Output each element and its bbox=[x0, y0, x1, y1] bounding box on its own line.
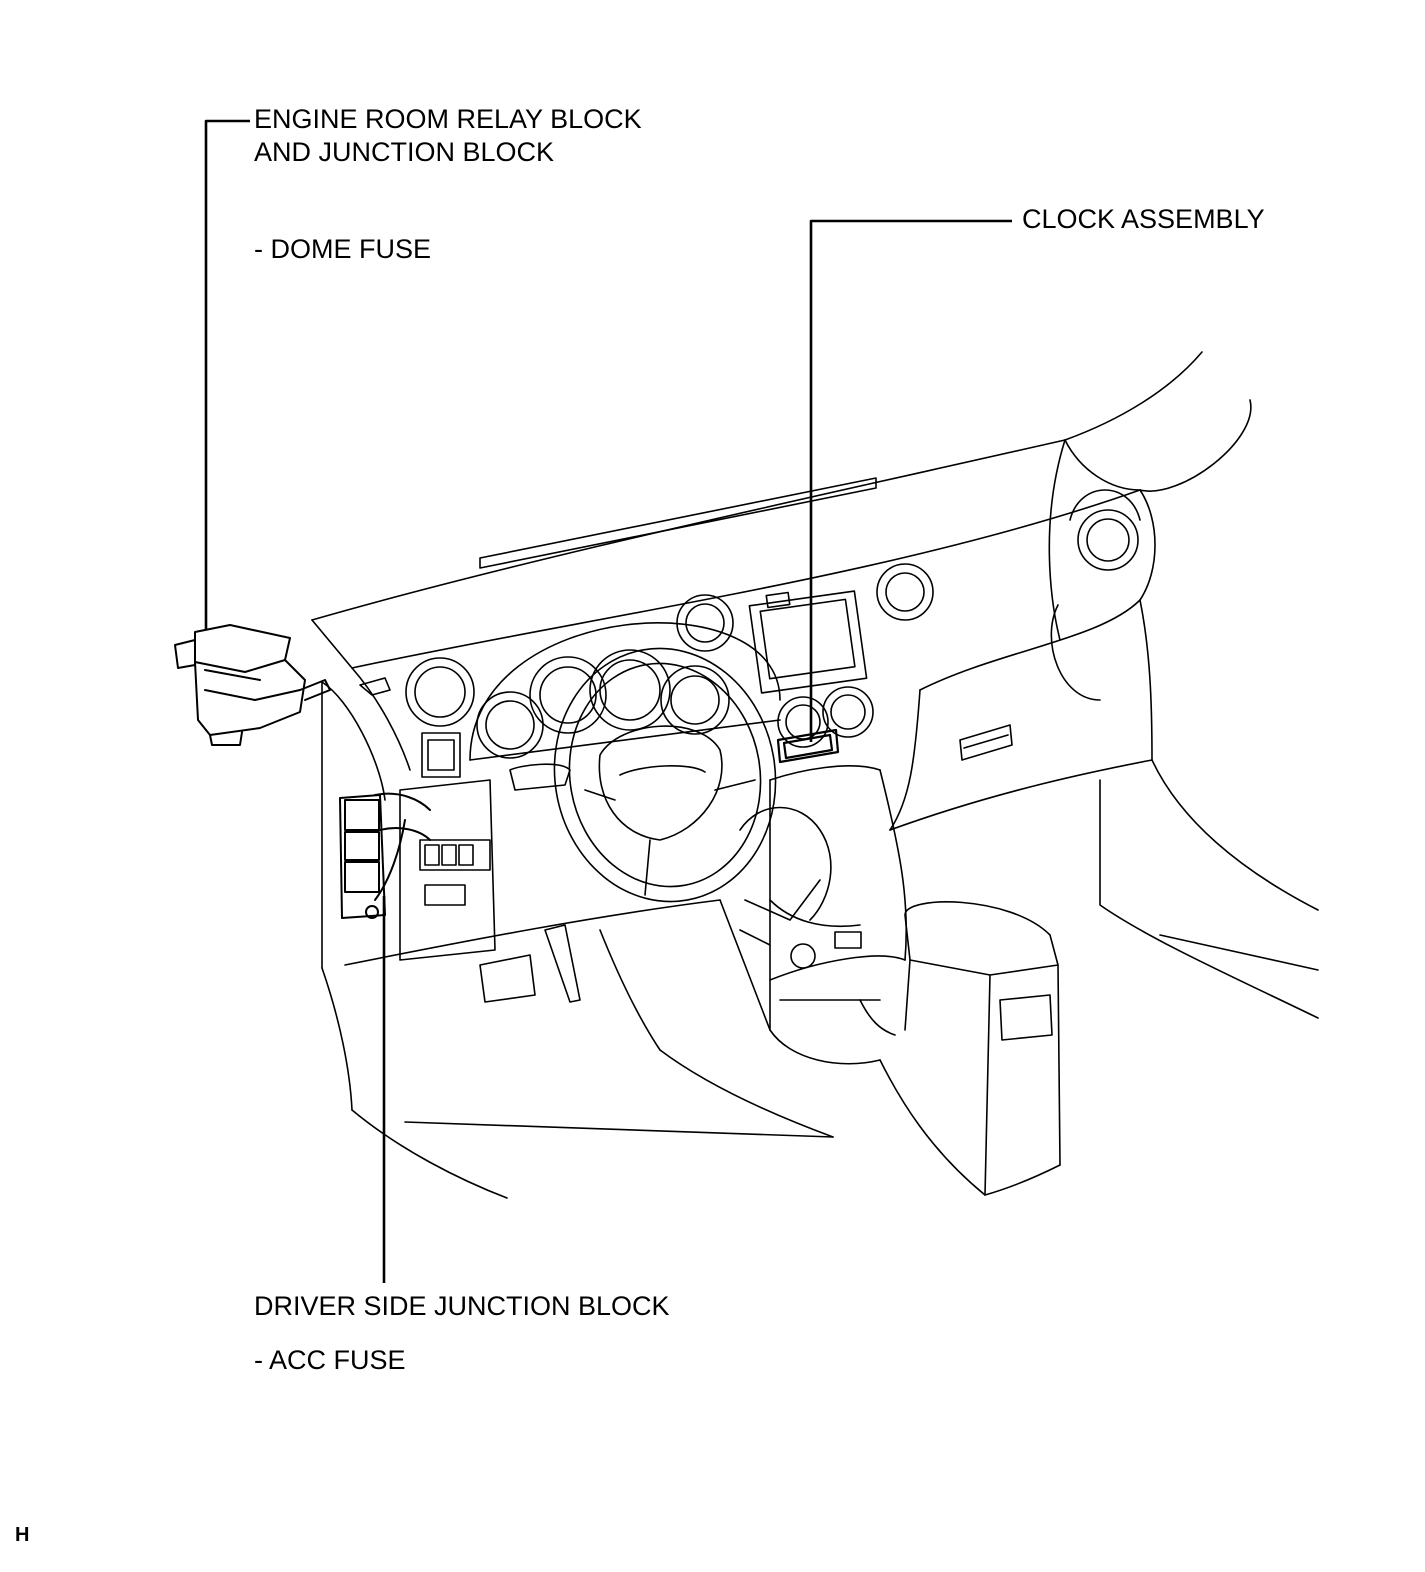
dashboard-outline bbox=[311, 351, 1319, 1019]
left-vent bbox=[405, 657, 475, 727]
armrest bbox=[879, 901, 1061, 1196]
steering-wheel bbox=[509, 647, 777, 903]
passenger-vent bbox=[959, 724, 1013, 761]
clock-leader-line bbox=[809, 219, 1012, 742]
left-pillar bbox=[321, 667, 834, 1199]
floor-lines bbox=[599, 899, 834, 1138]
driver-side-fuse-label: - ACC FUSE bbox=[254, 1345, 406, 1375]
pedals bbox=[479, 924, 581, 1003]
display-panel bbox=[748, 590, 868, 694]
center-console bbox=[739, 765, 908, 1065]
figure-code: H bbox=[15, 1524, 30, 1546]
engine-room-relay-block bbox=[174, 624, 331, 746]
engine-room-fuse-label: - DOME FUSE bbox=[254, 234, 432, 264]
clock-assembly-label: CLOCK ASSEMBLY bbox=[1022, 204, 1265, 234]
callout-leaders bbox=[204, 119, 1012, 1283]
left-switch-panel bbox=[399, 732, 496, 961]
engine-room-callout-line2: AND JUNCTION BLOCK bbox=[254, 137, 555, 167]
engine-room-leader-line bbox=[204, 119, 250, 630]
center-vents bbox=[676, 489, 1141, 748]
clock-assembly bbox=[776, 728, 840, 764]
instrument-cluster bbox=[469, 622, 781, 761]
driver-side-junction-label: DRIVER SIDE JUNCTION BLOCK bbox=[254, 1291, 670, 1321]
engine-room-callout-line1: ENGINE ROOM RELAY BLOCK bbox=[254, 104, 642, 134]
